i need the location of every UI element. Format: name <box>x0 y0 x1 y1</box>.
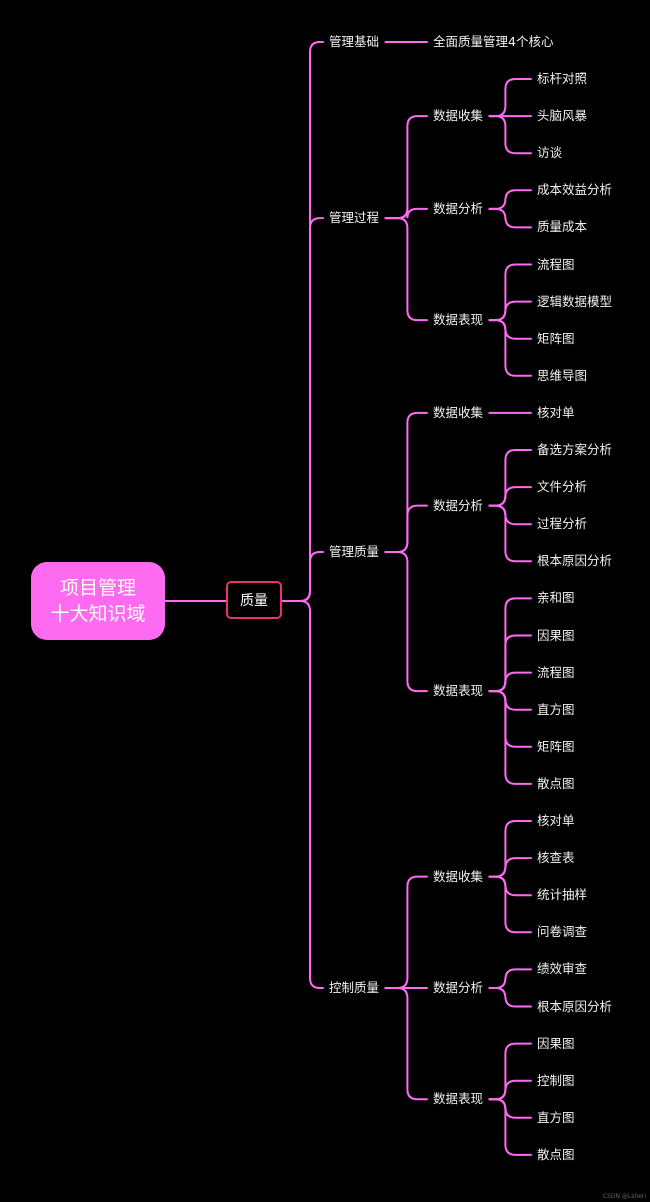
branch-node: 管理基础 <box>329 34 380 49</box>
topic-connector <box>281 217 324 602</box>
subbranch-connector <box>488 820 532 878</box>
subbranch-connector <box>488 986 532 1008</box>
leaf-node: 流程图 <box>537 256 575 272</box>
leaf-node: 散点图 <box>537 775 575 791</box>
watermark: CSDN @Lsheri <box>602 1193 646 1200</box>
leaf-node: 因果图 <box>537 627 575 643</box>
leaf-node: 全面质量管理4个核心 <box>433 34 554 49</box>
leaf-node: 备选方案分析 <box>537 442 613 457</box>
subbranch-connector <box>488 690 532 785</box>
subbranch-connector <box>488 1098 532 1156</box>
subbranch-node: 数据表现 <box>433 683 484 699</box>
subbranch-connector <box>488 504 532 526</box>
subbranch-node: 数据分析 <box>433 497 484 513</box>
leaf-node: 直方图 <box>537 701 575 717</box>
subbranch-connector <box>488 968 532 989</box>
leaf-node: 文件分析 <box>537 479 588 495</box>
leaf-node: 亲和图 <box>537 590 575 606</box>
leaf-node: 根本原因分析 <box>537 998 613 1014</box>
subbranch-connector <box>488 300 532 322</box>
leaf-node: 因果图 <box>537 1035 575 1051</box>
branch-connector <box>384 115 428 220</box>
branch-connector <box>384 875 428 989</box>
branch-node: 管理过程 <box>329 210 380 226</box>
leaf-node: 标杆对照 <box>537 71 588 86</box>
root-line-2: 十大知识域 <box>50 603 146 625</box>
subbranch-connector <box>488 207 532 229</box>
subbranch-connector <box>488 597 532 693</box>
subbranch-node: 数据表现 <box>433 312 484 328</box>
branch-node: 管理质量 <box>329 544 380 560</box>
subbranch-connector <box>488 263 532 322</box>
subbranch-connector <box>488 690 532 711</box>
topic-connector <box>281 551 324 602</box>
subbranch-connector <box>488 115 532 155</box>
subbranch-connector <box>488 875 532 897</box>
subbranch-node: 数据收集 <box>433 868 484 884</box>
leaf-node: 统计抽样 <box>537 887 588 903</box>
leaf-node: 核对单 <box>537 813 575 828</box>
leaf-node: 成本效益分析 <box>537 182 613 198</box>
leaf-node: 核查表 <box>537 850 575 866</box>
branch-connector <box>384 217 428 322</box>
subbranch-connector <box>488 671 532 693</box>
subbranch-connector <box>488 634 532 693</box>
leaf-node: 思维导图 <box>537 367 588 383</box>
subbranch-connector <box>488 319 532 377</box>
subbranch-node: 数据收集 <box>433 108 484 124</box>
leaf-node: 控制图 <box>537 1072 575 1088</box>
subbranch-node: 数据分析 <box>433 979 484 995</box>
subbranch-node: 数据收集 <box>433 404 484 420</box>
leaf-node: 流程图 <box>537 664 575 680</box>
leaf-node: 访谈 <box>537 145 563 161</box>
subbranch-connector <box>488 857 532 878</box>
leaf-node: 根本原因分析 <box>537 553 613 569</box>
root-line-1: 项目管理 <box>59 577 136 599</box>
subbranch-connector <box>488 690 532 748</box>
subbranch-connector <box>488 504 532 563</box>
subbranch-connector <box>488 875 532 934</box>
subbranch-node: 数据表现 <box>433 1091 484 1107</box>
leaf-node: 散点图 <box>537 1146 575 1162</box>
branch-node: 控制质量 <box>329 979 380 995</box>
branch-connector <box>384 411 428 554</box>
branch-connector <box>384 504 428 554</box>
subbranch-connector <box>488 449 532 507</box>
subbranch-connector <box>488 486 532 507</box>
subbranch-connector <box>488 1098 532 1119</box>
leaf-node: 头脑风暴 <box>537 108 588 124</box>
leaf-node: 矩阵图 <box>537 738 575 754</box>
branch-connector <box>384 551 428 693</box>
subbranch-connector <box>488 189 532 210</box>
subbranch-node: 数据分析 <box>433 200 484 216</box>
leaf-node: 问卷调查 <box>537 924 588 940</box>
leaf-node: 质量成本 <box>537 219 588 235</box>
branch-connector <box>384 207 428 220</box>
subbranch-connector <box>488 1079 532 1101</box>
leaf-node: 过程分析 <box>537 516 588 532</box>
leaf-node: 绩效审查 <box>537 961 588 977</box>
root-node: 项目管理 十大知识域 <box>31 562 165 640</box>
leaf-node: 矩阵图 <box>537 330 575 346</box>
subbranch-connector <box>488 78 532 118</box>
leaf-node: 核对单 <box>537 404 575 420</box>
topic-node: 质量 <box>226 581 282 619</box>
branch-connector <box>384 986 428 1101</box>
topic-connector <box>281 600 324 989</box>
leaf-node: 直方图 <box>537 1109 575 1125</box>
subbranch-connector <box>488 1042 532 1101</box>
topic-connector <box>281 41 324 602</box>
leaf-node: 逻辑数据模型 <box>537 293 613 309</box>
subbranch-connector <box>488 319 532 340</box>
